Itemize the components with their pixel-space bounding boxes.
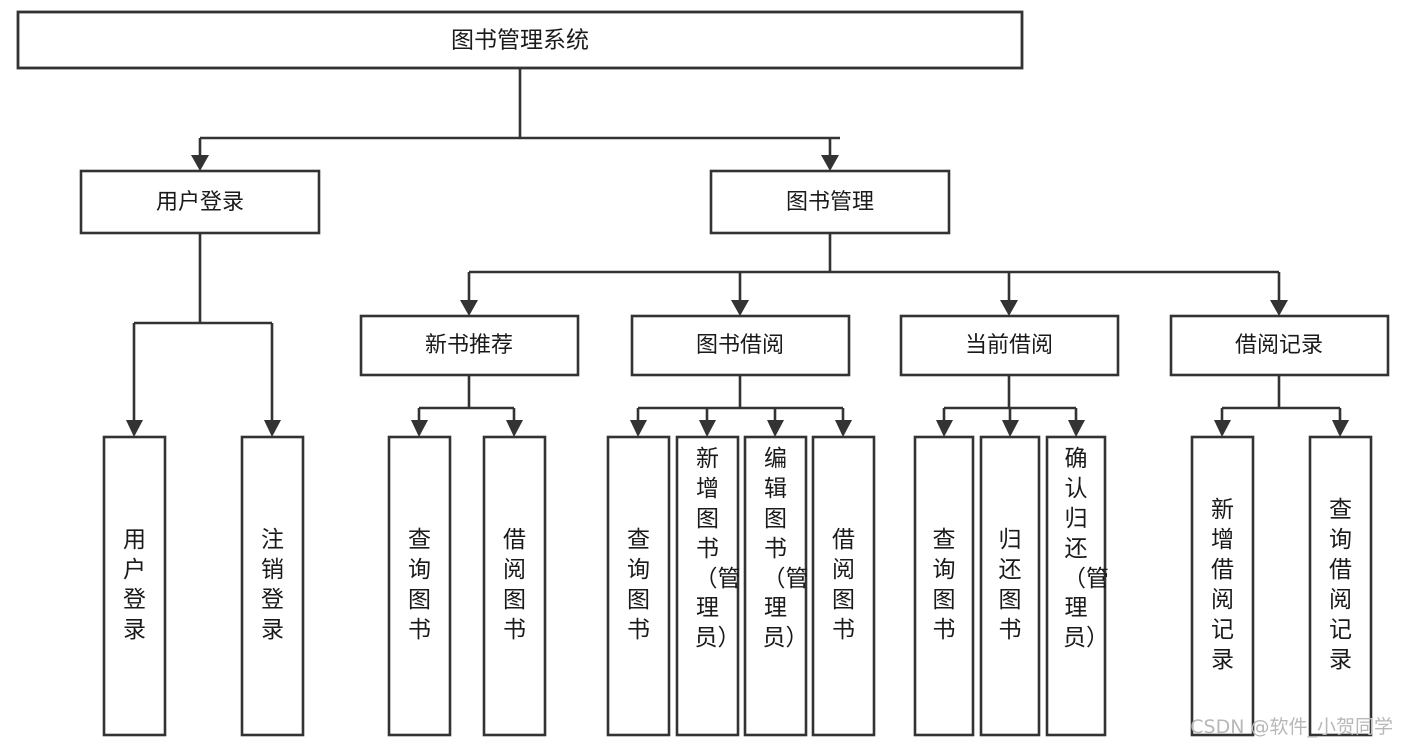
arrowhead-to-new-book-rec — [460, 300, 478, 316]
node-user-login[interactable] — [79, 169, 321, 235]
arrowhead-to-leaf-edit-book — [767, 420, 784, 437]
arrowhead-to-leaf-borrow-book-1 — [506, 420, 523, 437]
connector-borrowrecord-to-leaves — [1220, 375, 1342, 420]
label-root-system: 图书管理系统 — [451, 28, 589, 54]
arrowhead-to-current-borrow — [1000, 300, 1018, 316]
label-book-manage: 图书管理 — [786, 190, 874, 215]
node-leaf-logout[interactable] — [240, 435, 305, 737]
label-borrow-record: 借阅记录 — [1235, 333, 1323, 358]
arrowhead-to-book-manage — [821, 155, 839, 171]
node-leaf-user-login[interactable] — [102, 435, 167, 737]
node-leaf-query-book-1[interactable] — [387, 435, 452, 737]
connector-bookmanage-to-level3 — [467, 233, 1281, 300]
arrowhead-to-borrow-record — [1270, 300, 1288, 316]
node-leaf-query-book-2[interactable] — [606, 435, 671, 737]
node-box-group — [16, 10, 1390, 737]
node-leaf-query-book-3[interactable] — [913, 435, 975, 737]
arrowhead-to-book-borrow — [731, 300, 749, 316]
arrowhead-to-leaf-query-book-3 — [936, 420, 953, 437]
connector-userlogin-to-leaves — [132, 233, 274, 420]
arrowhead-to-leaf-add-record — [1214, 420, 1231, 437]
arrowhead-to-leaf-user-login — [126, 420, 143, 437]
node-borrow-record[interactable] — [1169, 314, 1390, 377]
label-new-book-recommend: 新书推荐 — [425, 333, 513, 358]
arrowhead-to-leaf-add-book — [699, 420, 716, 437]
arrowhead-to-leaf-query-book-1 — [411, 420, 428, 437]
label-book-borrow: 图书借阅 — [696, 333, 784, 358]
arrowhead-to-leaf-return-book — [1002, 420, 1019, 437]
label-user-login: 用户登录 — [156, 190, 244, 215]
arrowhead-to-user-login — [191, 155, 209, 171]
connector-currentborrow-to-leaves — [942, 375, 1078, 420]
node-new-book-recommend[interactable] — [359, 314, 580, 377]
node-leaf-borrow-book-2[interactable] — [811, 435, 876, 737]
node-root-system[interactable] — [16, 10, 1024, 70]
node-leaf-add-record[interactable] — [1190, 435, 1255, 737]
node-label-group: 图书管理系统 用户登录 图书管理 新书推荐 图书借阅 当前借阅 借阅记录 — [156, 28, 1323, 359]
arrowhead-group — [126, 155, 1349, 437]
node-current-borrow[interactable] — [899, 314, 1120, 377]
connector-root-to-level2 — [198, 68, 840, 155]
node-leaf-borrow-book-1[interactable] — [482, 435, 547, 737]
node-leaf-add-book[interactable] — [675, 435, 740, 737]
arrowhead-to-leaf-confirm-return — [1068, 420, 1085, 437]
node-leaf-confirm-return[interactable] — [1045, 435, 1107, 737]
connector-group — [132, 68, 1342, 420]
node-leaf-return-book[interactable] — [979, 435, 1041, 737]
arrowhead-to-leaf-logout — [264, 420, 281, 437]
node-book-manage[interactable] — [709, 169, 951, 235]
node-leaf-edit-book[interactable] — [743, 435, 808, 737]
label-current-borrow: 当前借阅 — [965, 333, 1053, 358]
arrowhead-to-leaf-query-record — [1332, 420, 1349, 437]
node-leaf-query-record[interactable] — [1308, 435, 1373, 737]
connector-newbook-to-leaves — [417, 375, 516, 420]
arrowhead-to-leaf-query-book-2 — [630, 420, 647, 437]
node-book-borrow[interactable] — [630, 314, 851, 377]
connector-bookborrow-to-leaves — [636, 375, 845, 420]
arrowhead-to-leaf-borrow-book-2 — [835, 420, 852, 437]
